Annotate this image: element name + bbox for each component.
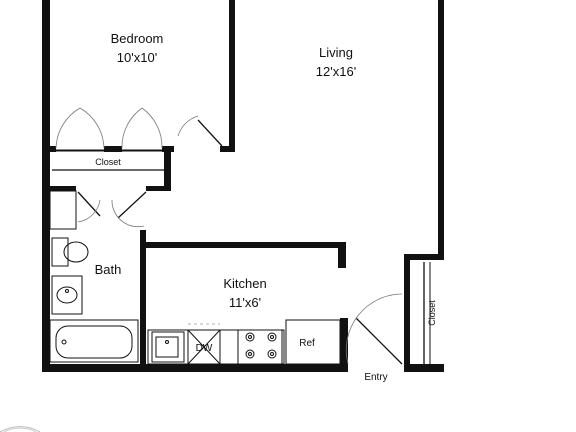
- kitchen-counter: [147, 329, 285, 365]
- stove-icon: [237, 329, 283, 365]
- walls: [42, 0, 444, 372]
- bedroom-door: [177, 115, 223, 147]
- room-dims-kitchen: 11'x6': [229, 295, 261, 310]
- bathtub-icon: [49, 319, 139, 363]
- kitchen-sink-icon: [151, 331, 185, 363]
- label-refrigerator: Ref: [299, 338, 315, 349]
- bath-sink-icon: [51, 275, 83, 315]
- logo-watermark-icon: [0, 426, 41, 432]
- room-name-kitchen: Kitchen: [223, 276, 266, 291]
- entry-closet: [423, 262, 431, 364]
- room-name-bath: Bath: [95, 262, 122, 277]
- closet-front: [55, 149, 165, 152]
- label-entry: Entry: [364, 372, 387, 383]
- room-dims-bedroom: 10'x10': [117, 50, 157, 65]
- refrigerator-icon: [285, 319, 341, 365]
- closet-bifold-doors: [55, 107, 163, 149]
- toilet-icon: [51, 237, 89, 267]
- closet-label-entry: Closet: [427, 300, 437, 326]
- room-name-bedroom: Bedroom: [111, 31, 164, 46]
- bath-doors: [49, 190, 147, 230]
- closet-label-bedroom: Closet: [95, 157, 121, 167]
- dishwasher-icon: [187, 323, 221, 365]
- room-dims-living: 12'x16': [316, 64, 356, 79]
- label-dishwasher: DW: [196, 343, 213, 354]
- room-name-living: Living: [319, 45, 353, 60]
- entry-door: [345, 293, 403, 365]
